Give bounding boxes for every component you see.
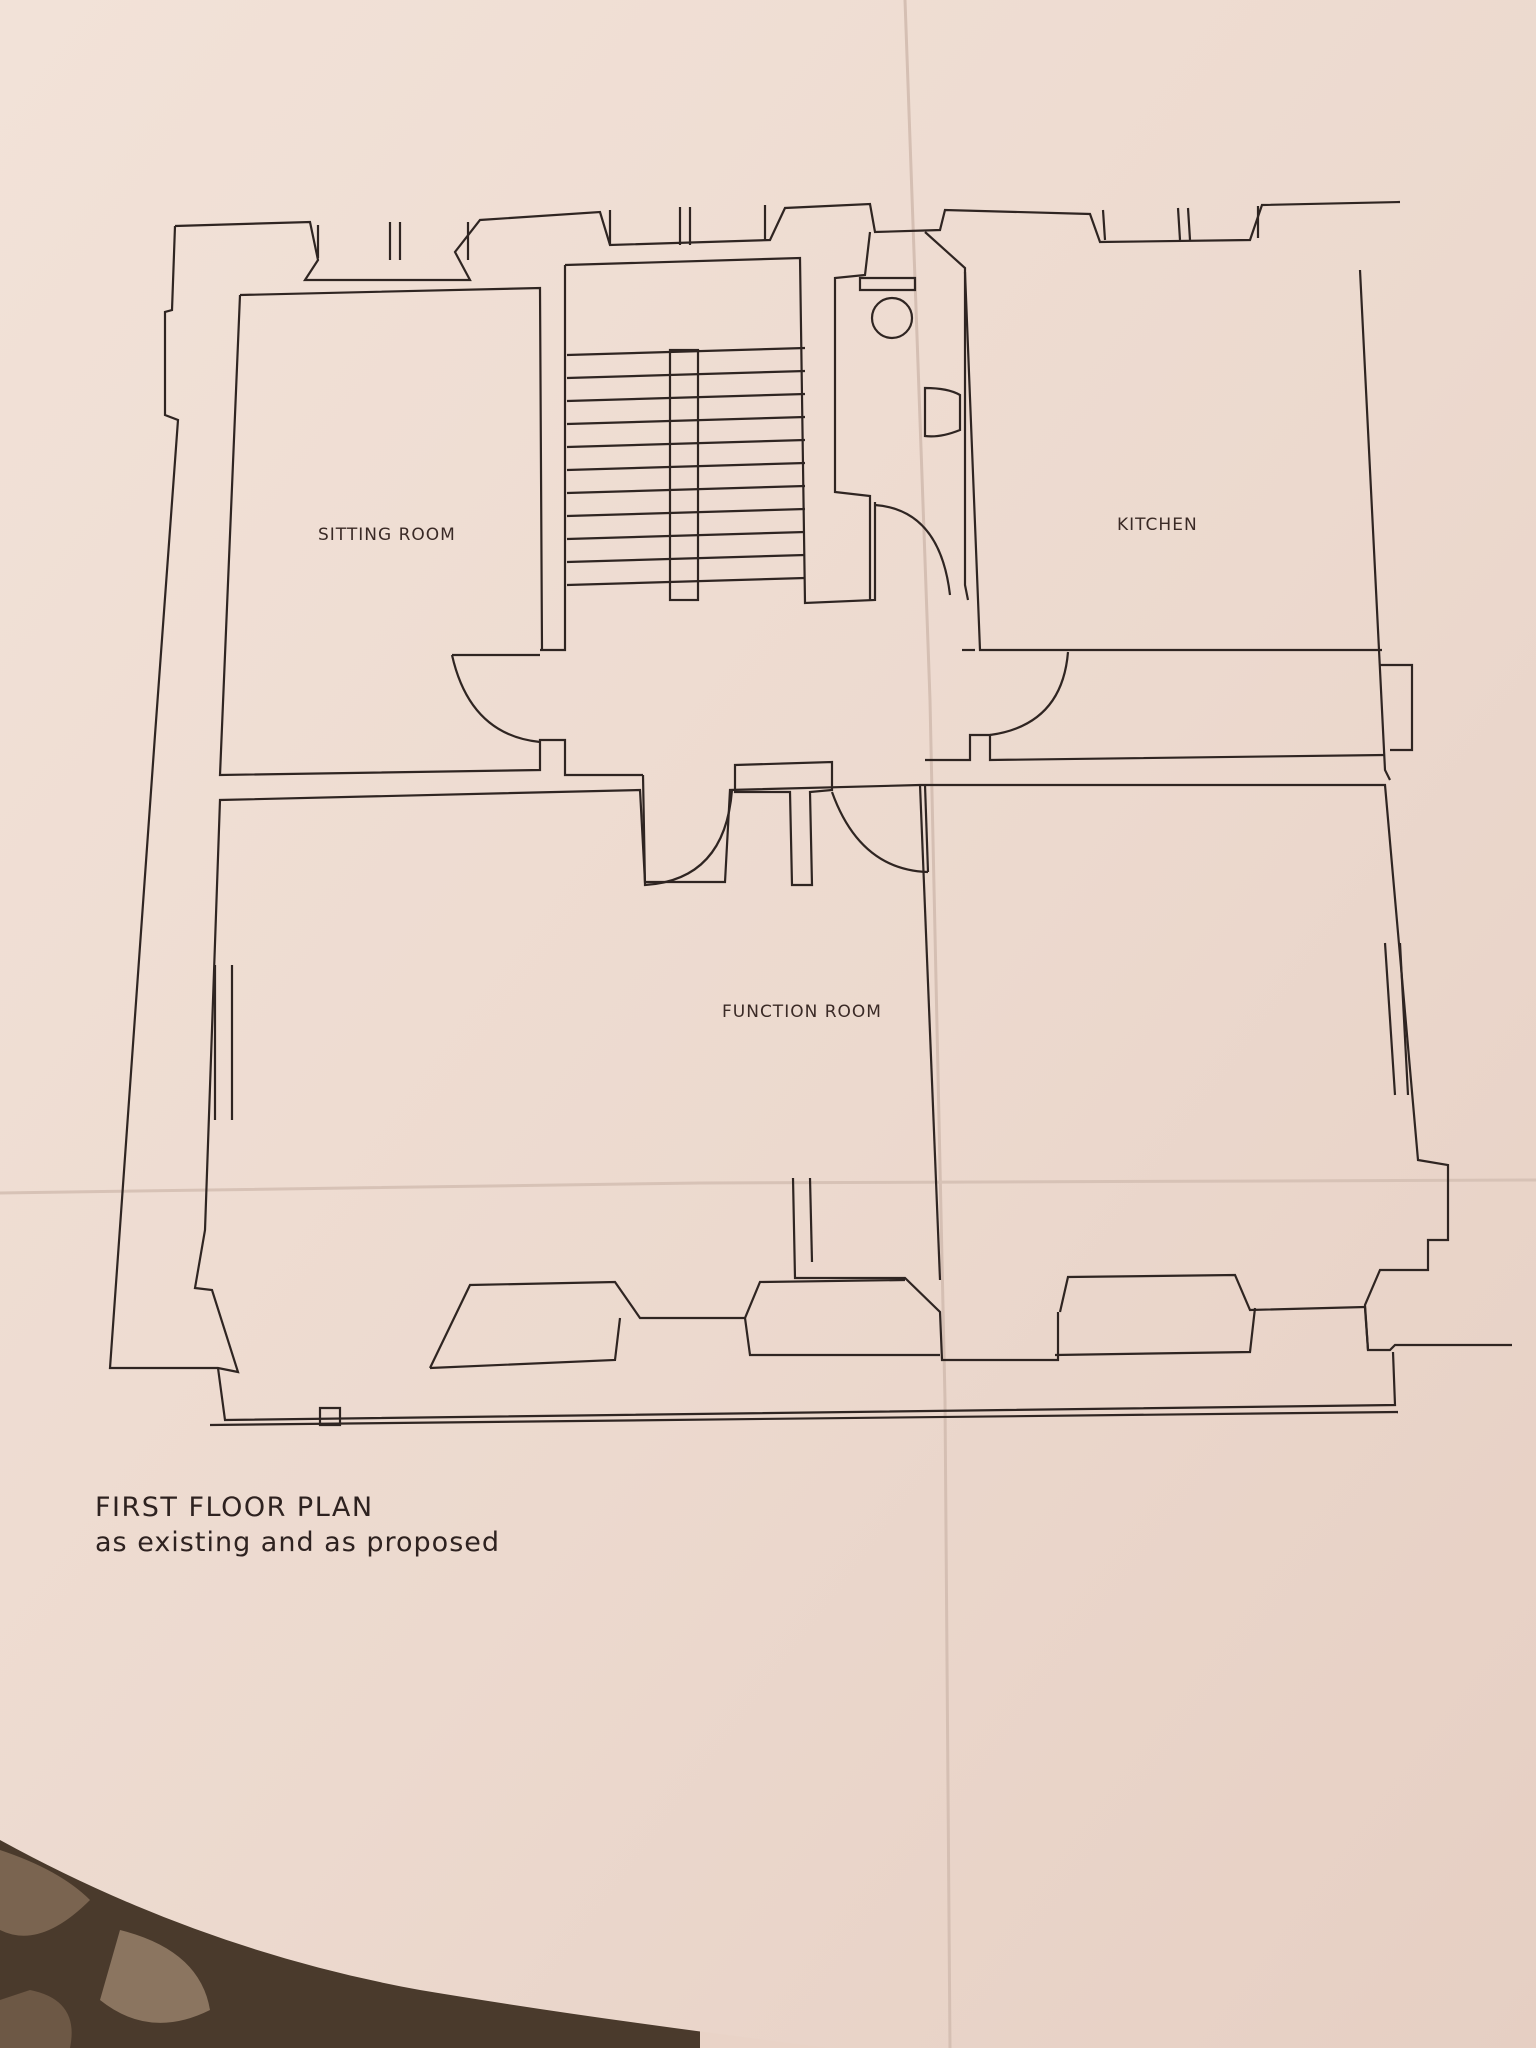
- plan-linework: [108, 200, 1512, 1427]
- top-window-bay-3: [1101, 206, 1260, 241]
- plan-title: FIRST FLOOR PLAN: [95, 1492, 374, 1523]
- sitting-room-east-wall: [239, 286, 544, 651]
- corridor-partition: [733, 760, 834, 887]
- function-room-divide: [918, 784, 942, 1281]
- south-window-bay-1: [429, 1278, 906, 1369]
- plan-subtitle: as existing and as proposed: [95, 1527, 501, 1558]
- east-radiator: [1383, 942, 1410, 1096]
- cistern: [858, 276, 917, 292]
- kitchen-door-swing: [989, 651, 1070, 737]
- stairwell-walls: [564, 256, 877, 605]
- top-exterior-wall: [174, 200, 1401, 282]
- wc-west-wall: [833, 231, 872, 600]
- function-room-label: FUNCTION ROOM: [722, 1002, 882, 1022]
- east-bay: [1380, 663, 1414, 752]
- stair-treads: [566, 346, 806, 587]
- horizontal-fold-line: [0, 1178, 1536, 1195]
- kitchen-walls: [963, 271, 1382, 652]
- wc-door-swing: [874, 503, 952, 596]
- east-exterior-wall: [1358, 269, 1391, 781]
- wash-basin: [923, 386, 962, 438]
- function-room-chimney: [791, 1177, 1060, 1362]
- sitting-room-label: SITTING ROOM: [318, 525, 456, 545]
- top-window-bay-1: [316, 222, 470, 260]
- sitting-room-door-swing: [450, 654, 541, 744]
- vertical-fold-line: [903, 0, 952, 2048]
- function-room-door-left: [641, 774, 734, 887]
- plan-title-block: FIRST FLOOR PLAN as existing and as prop…: [95, 1492, 500, 1558]
- sitting-room-walls: [218, 294, 643, 777]
- outer-wall-outline: [108, 225, 1512, 1374]
- kitchen-label: KITCHEN: [1117, 515, 1198, 535]
- toilet-bowl: [870, 296, 914, 340]
- wc-east-wall: [924, 231, 970, 601]
- west-radiator: [213, 965, 234, 1120]
- south-window-bay-2: [1058, 1273, 1366, 1313]
- stair-handrail: [668, 348, 700, 602]
- stair-west-wall: [540, 265, 567, 652]
- balcony-post: [318, 1406, 342, 1427]
- function-room-door-right: [830, 791, 929, 874]
- kitchen-south-wall: [925, 733, 1386, 762]
- south-balcony-line: [216, 1351, 1397, 1422]
- top-window-bay-2: [608, 205, 767, 245]
